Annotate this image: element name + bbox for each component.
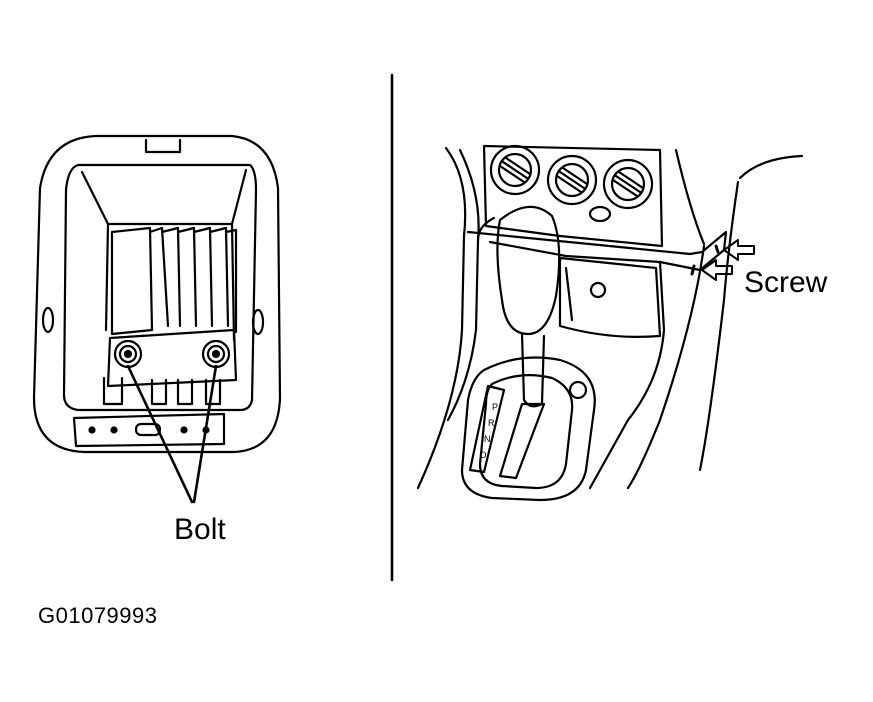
bin-right-slot xyxy=(251,308,265,336)
bin-outer-shell xyxy=(32,134,282,454)
shift-lever xyxy=(520,332,546,408)
trim-panel xyxy=(466,230,728,272)
screw-callout: Screw xyxy=(744,266,828,299)
gear-indicator-strip xyxy=(468,384,506,474)
vent-right xyxy=(602,158,654,210)
console-bin-view xyxy=(32,134,282,504)
center-recess xyxy=(558,256,662,338)
screw-arrow-lower xyxy=(701,259,733,281)
console-side-far-right xyxy=(626,244,706,490)
bin-top-tab xyxy=(144,138,182,154)
shift-gate-slot xyxy=(498,402,546,480)
figure-id: G01079993 xyxy=(38,603,158,628)
svg-text:N: N xyxy=(484,434,491,444)
bin-back-wall xyxy=(80,168,248,342)
bolt-right xyxy=(201,339,231,369)
panel-knob xyxy=(588,205,612,223)
shift-lock-button xyxy=(568,380,588,400)
svg-text:D: D xyxy=(480,450,487,460)
console-side-right xyxy=(588,260,666,490)
vent-panel xyxy=(482,144,664,248)
screw-arrow-upper xyxy=(723,239,755,261)
bolt-left xyxy=(113,339,143,369)
shift-knob xyxy=(496,205,561,336)
console-left-contour xyxy=(416,146,467,490)
bin-left-slot xyxy=(41,306,55,334)
svg-text:P: P xyxy=(492,402,498,412)
bolt-callout: Bolt xyxy=(174,513,226,546)
vent-left xyxy=(489,144,541,196)
bin-front-trim xyxy=(72,412,226,448)
svg-text:R: R xyxy=(488,418,495,428)
door-contour xyxy=(698,154,804,472)
center-console-view: P R N D xyxy=(416,144,804,502)
shift-gate-inner xyxy=(478,373,574,490)
vent-center xyxy=(546,154,598,206)
screw-marks xyxy=(690,244,720,276)
bolt-leader-lines xyxy=(126,364,218,504)
console-inner-left-contour xyxy=(446,148,480,422)
bin-inner-opening xyxy=(62,163,258,412)
module-assembly xyxy=(102,226,238,406)
console-right-contour xyxy=(674,148,706,246)
shift-gate-bezel xyxy=(460,356,596,502)
recess-screw xyxy=(589,281,607,299)
